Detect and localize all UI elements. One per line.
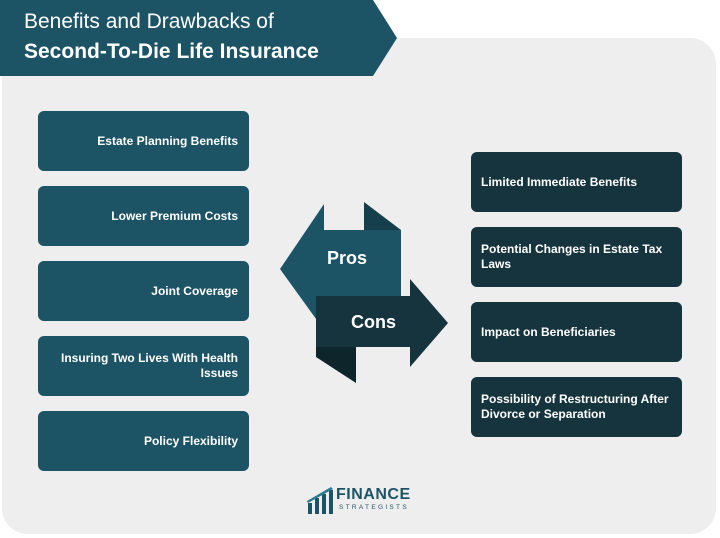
logo-wordmark: FINANCE [336, 486, 411, 503]
con-item-label: Potential Changes in Estate Tax Laws [481, 242, 663, 271]
pro-item-estate-planning: Estate Planning Benefits [38, 111, 249, 171]
pro-item-policy-flexibility: Policy Flexibility [38, 411, 249, 471]
title-line-2: Second-To-Die Life Insurance [24, 40, 319, 63]
arrows-graphic [280, 202, 448, 383]
pro-item-label: Insuring Two Lives With Health Issues [60, 351, 238, 380]
finance-strategists-logo: FINANCE STRATEGISTS [305, 484, 417, 518]
pro-item-label: Estate Planning Benefits [97, 133, 238, 148]
pro-item-label: Lower Premium Costs [111, 208, 238, 223]
con-item-limited-benefits: Limited Immediate Benefits [471, 152, 682, 212]
logo-mark-icon [307, 487, 333, 514]
con-item-label: Possibility of Restructuring After Divor… [481, 392, 669, 421]
title-line-1: Benefits and Drawbacks of [24, 10, 274, 33]
con-item-restructuring: Possibility of Restructuring After Divor… [471, 377, 682, 437]
con-item-label: Impact on Beneficiaries [481, 324, 616, 339]
cons-label: Cons [351, 312, 396, 332]
pro-item-two-lives: Insuring Two Lives With Health Issues [38, 336, 249, 396]
pro-item-label: Policy Flexibility [143, 433, 238, 448]
pros-cons-arrows: Pros Cons [270, 195, 450, 390]
pro-item-joint-coverage: Joint Coverage [38, 261, 249, 321]
con-item-tax-laws: Potential Changes in Estate Tax Laws [471, 227, 682, 287]
pros-label: Pros [327, 248, 368, 268]
pros-arrow-fold [364, 202, 401, 230]
title-banner: Benefits and Drawbacks of Second-To-Die … [0, 0, 397, 76]
con-item-label: Limited Immediate Benefits [481, 174, 638, 189]
cons-arrow-shape [316, 279, 448, 367]
con-item-beneficiaries: Impact on Beneficiaries [471, 302, 682, 362]
cons-arrow-fold [316, 347, 356, 383]
pro-item-label: Joint Coverage [151, 283, 238, 298]
pro-item-lower-premium: Lower Premium Costs [38, 186, 249, 246]
logo-subtitle: STRATEGISTS [339, 504, 409, 511]
